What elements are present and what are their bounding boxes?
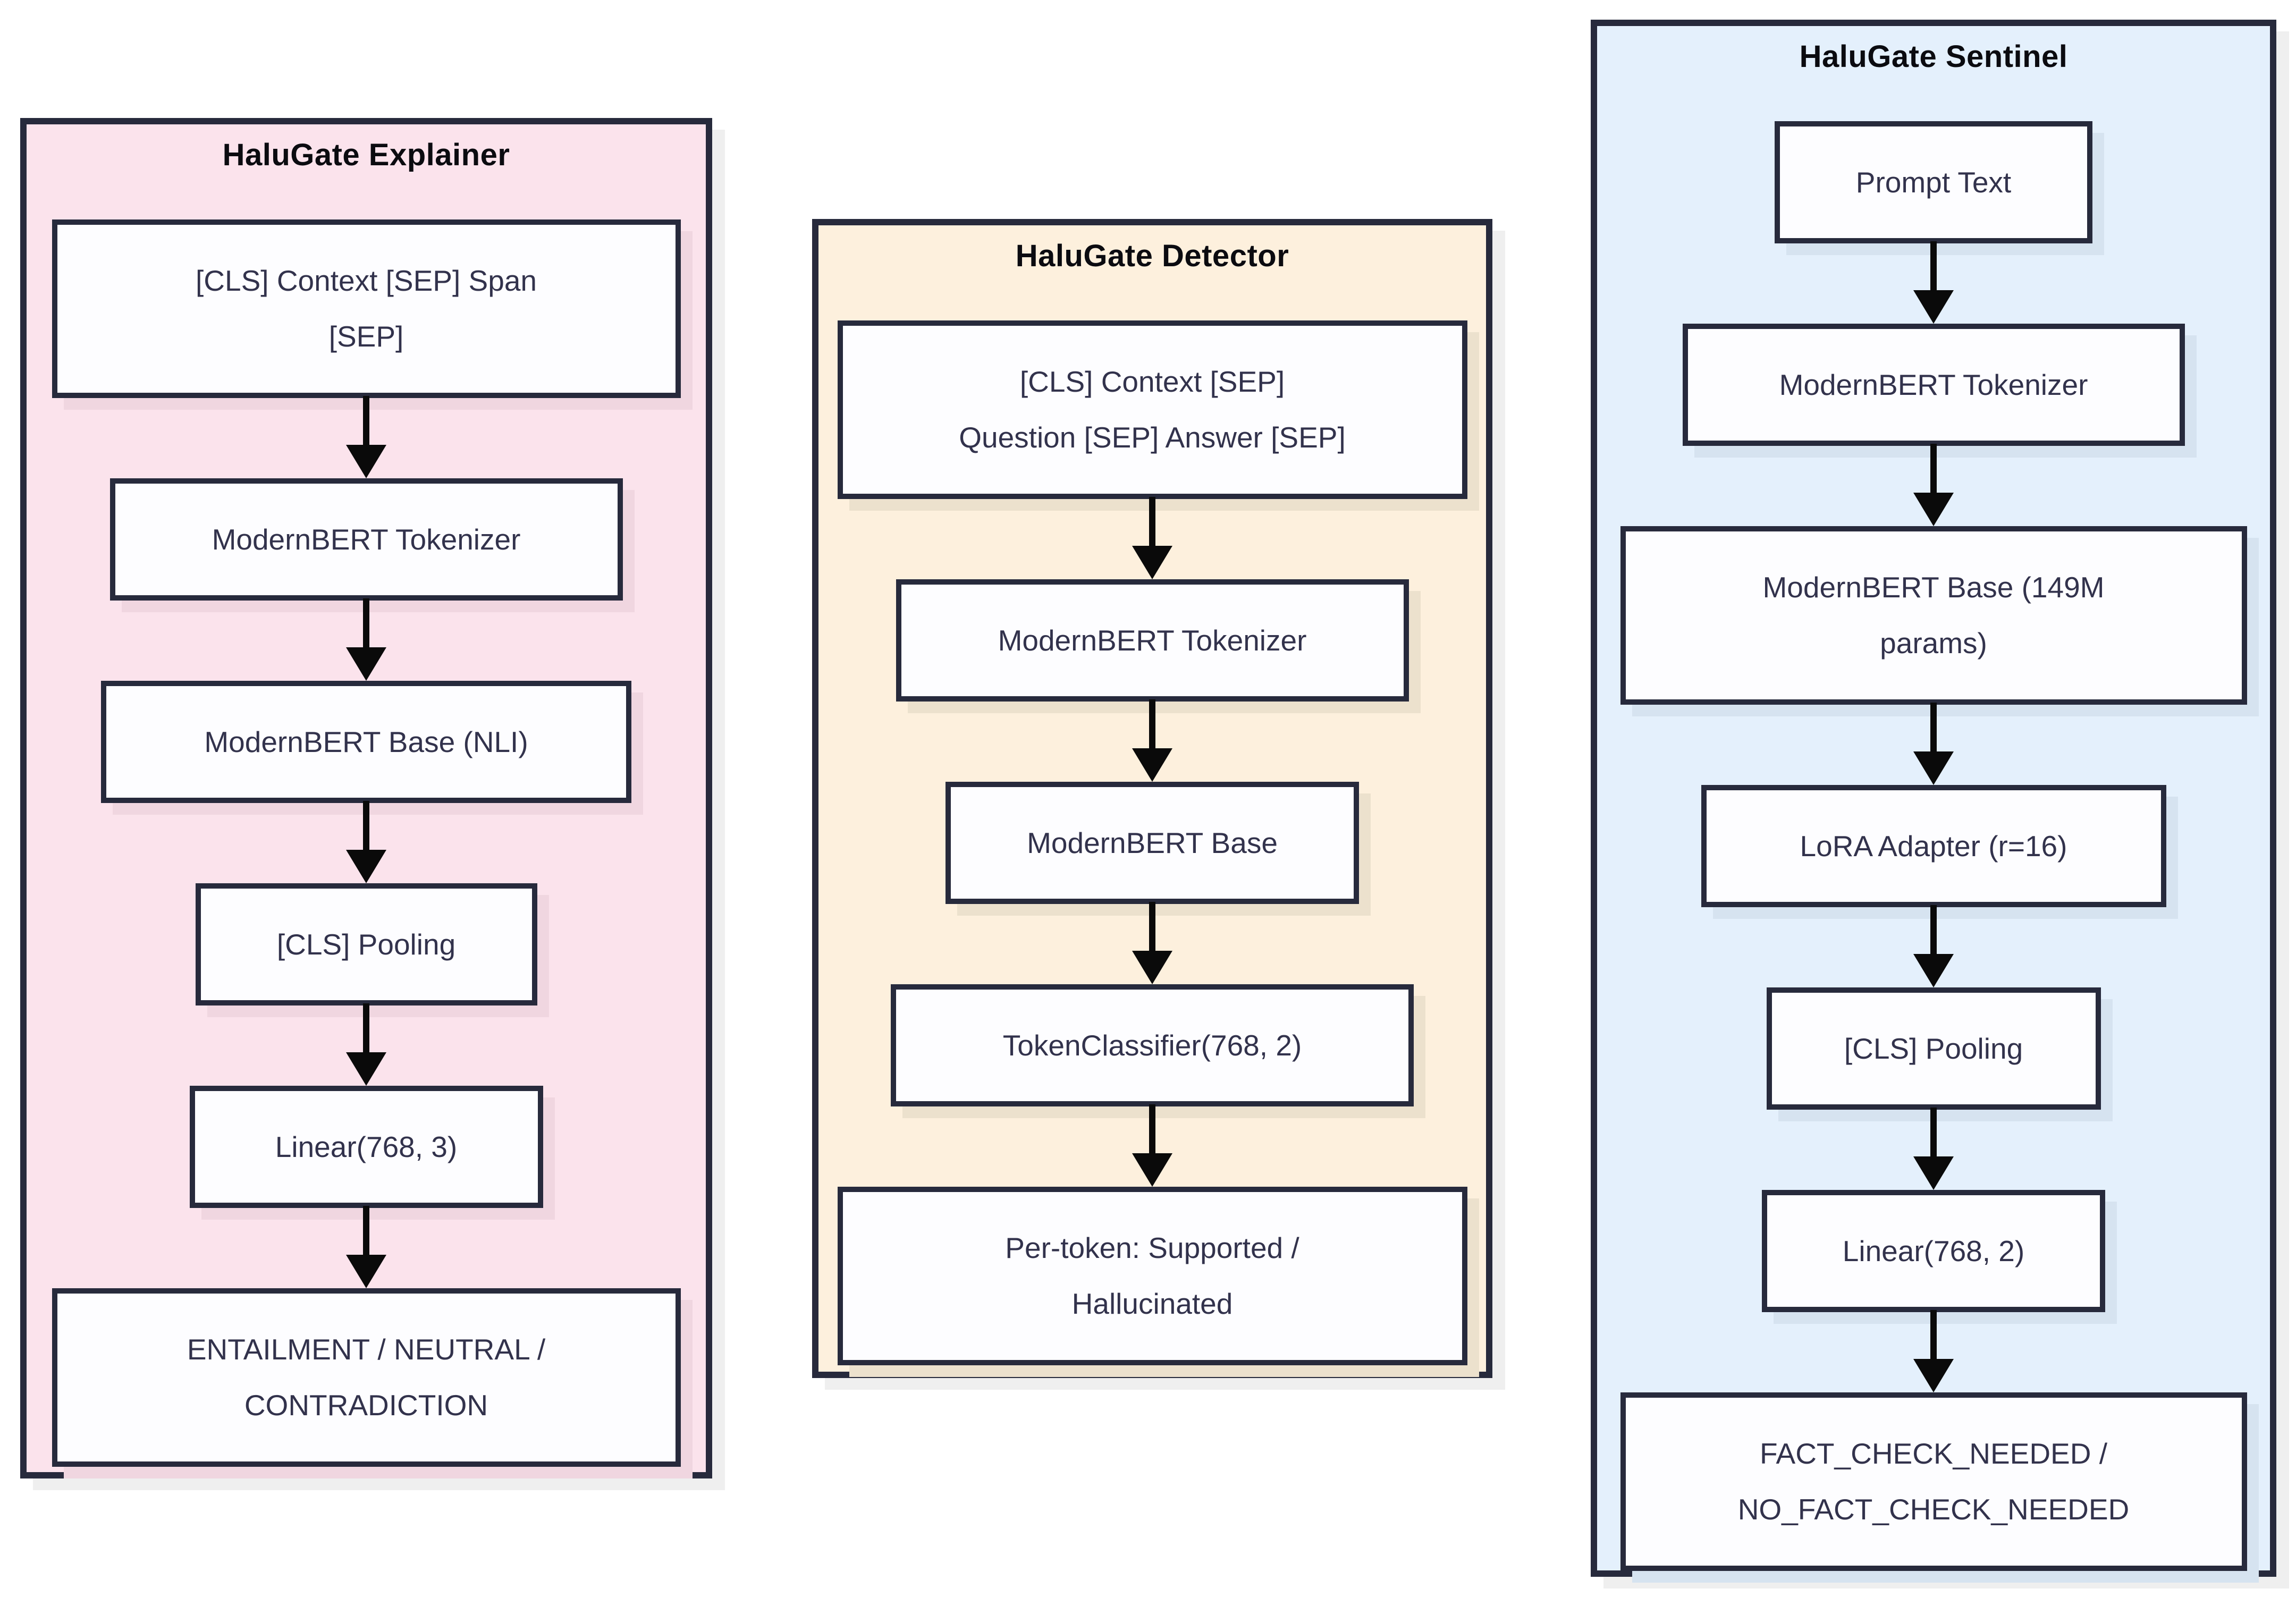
- box-text: Prompt Text: [1855, 165, 2012, 199]
- box-text: ENTAILMENT / NEUTRAL /: [187, 1333, 546, 1366]
- arrow-down-icon: [346, 1208, 386, 1288]
- arrow-down-icon: [1132, 1106, 1172, 1187]
- sentinel-output-box: FACT_CHECK_NEEDED / NO_FACT_CHECK_NEEDED: [1620, 1392, 2247, 1571]
- arrow-down-icon: [346, 398, 386, 478]
- panel-halugate-explainer: HaluGate Explainer [CLS] Context [SEP] S…: [20, 118, 712, 1478]
- arrow-down-icon: [1913, 243, 1954, 324]
- panel-title-detector: HaluGate Detector: [1015, 239, 1289, 273]
- explainer-linear-box: Linear(768, 3): [189, 1086, 543, 1208]
- box-text: ModernBERT Base: [1027, 826, 1278, 859]
- panel-title-sentinel: HaluGate Sentinel: [1799, 39, 2068, 74]
- box-text: [CLS] Pooling: [1844, 1032, 2023, 1065]
- arrow-down-icon: [346, 601, 386, 681]
- box-text: ModernBERT Tokenizer: [1779, 368, 2088, 401]
- sentinel-pooling-box: [CLS] Pooling: [1766, 987, 2101, 1110]
- box-text: FACT_CHECK_NEEDED /: [1759, 1437, 2108, 1470]
- sentinel-tokenizer-box: ModernBERT Tokenizer: [1682, 324, 2185, 446]
- arrow-down-icon: [346, 803, 386, 883]
- detector-output-box: Per-token: Supported / Hallucinated: [837, 1187, 1467, 1365]
- arrow-down-icon: [1913, 1312, 1954, 1392]
- box-text: Per-token: Supported /: [1005, 1231, 1299, 1264]
- box-text: ModernBERT Base (NLI): [204, 725, 528, 758]
- box-text: Linear(768, 3): [275, 1130, 458, 1163]
- sentinel-linear-box: Linear(768, 2): [1762, 1190, 2105, 1312]
- sentinel-base-model-box: ModernBERT Base (149M params): [1620, 526, 2247, 705]
- arrow-down-icon: [1913, 446, 1954, 526]
- detector-tokenizer-box: ModernBERT Tokenizer: [896, 579, 1409, 702]
- box-text: Question [SEP] Answer [SEP]: [959, 421, 1346, 454]
- detector-base-model-box: ModernBERT Base: [946, 782, 1359, 904]
- detector-classifier-box: TokenClassifier(768, 2): [891, 984, 1414, 1106]
- box-text: ModernBERT Tokenizer: [998, 623, 1307, 657]
- box-text: LoRA Adapter (r=16): [1800, 829, 2067, 863]
- panel-title-explainer: HaluGate Explainer: [222, 138, 510, 172]
- box-text: [SEP]: [328, 320, 404, 353]
- explainer-output-box: ENTAILMENT / NEUTRAL / CONTRADICTION: [52, 1288, 681, 1467]
- box-text: params): [1880, 627, 1987, 660]
- box-text: NO_FACT_CHECK_NEEDED: [1737, 1493, 2130, 1526]
- box-text: [CLS] Context [SEP]: [1019, 365, 1285, 398]
- arrow-down-icon: [1913, 705, 1954, 785]
- box-text: ModernBERT Tokenizer: [212, 522, 521, 556]
- panel-halugate-sentinel: HaluGate Sentinel Prompt Text ModernBERT…: [1591, 20, 2276, 1577]
- sentinel-input-box: Prompt Text: [1775, 121, 2092, 243]
- box-text: [CLS] Context [SEP] Span: [195, 264, 537, 297]
- explainer-base-model-box: ModernBERT Base (NLI): [101, 681, 631, 803]
- arrow-down-icon: [1132, 702, 1172, 782]
- box-text: Hallucinated: [1071, 1287, 1233, 1320]
- sentinel-lora-box: LoRA Adapter (r=16): [1701, 785, 2166, 907]
- box-text: ModernBERT Base (149M: [1762, 571, 2105, 604]
- explainer-pooling-box: [CLS] Pooling: [195, 883, 537, 1005]
- explainer-tokenizer-box: ModernBERT Tokenizer: [109, 478, 623, 601]
- box-text: [CLS] Pooling: [276, 927, 456, 961]
- box-text: TokenClassifier(768, 2): [1002, 1028, 1302, 1062]
- explainer-input-box: [CLS] Context [SEP] Span [SEP]: [52, 219, 681, 398]
- arrow-down-icon: [1132, 904, 1172, 984]
- panel-halugate-detector: HaluGate Detector [CLS] Context [SEP] Qu…: [812, 219, 1492, 1378]
- arrow-down-icon: [1913, 1110, 1954, 1190]
- box-text: Linear(768, 2): [1842, 1234, 2025, 1268]
- arrow-down-icon: [1913, 907, 1954, 987]
- detector-input-box: [CLS] Context [SEP] Question [SEP] Answe…: [837, 320, 1467, 499]
- arrow-down-icon: [1132, 499, 1172, 579]
- box-text: CONTRADICTION: [244, 1389, 488, 1422]
- arrow-down-icon: [346, 1005, 386, 1086]
